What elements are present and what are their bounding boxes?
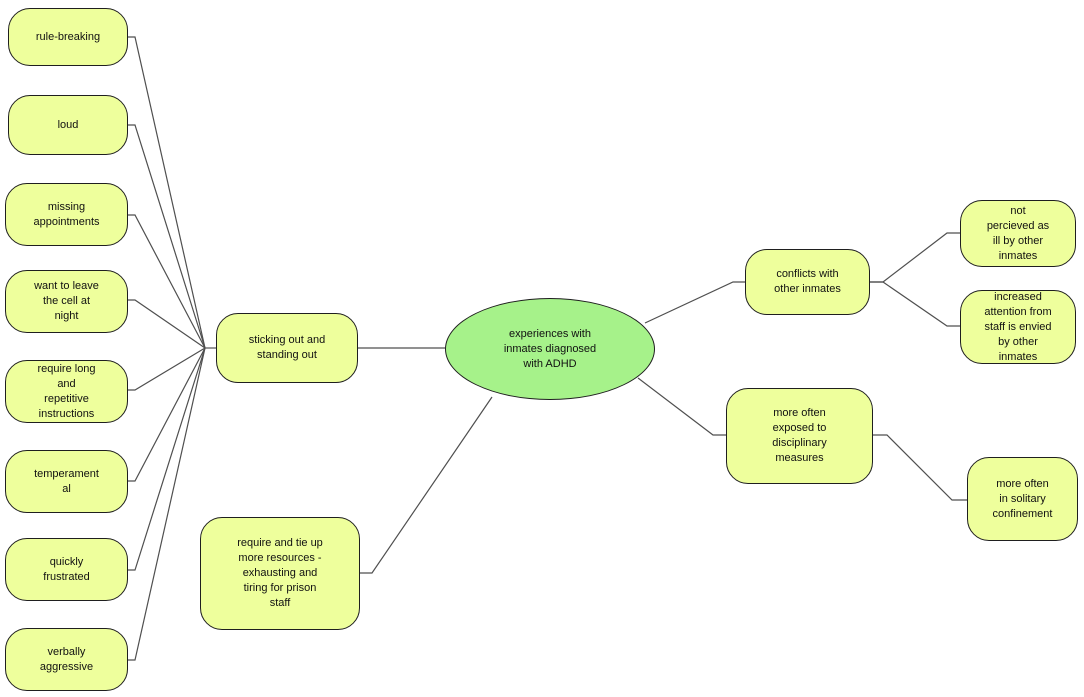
node-verbally-aggressive[interactable]: verbally aggressive (5, 628, 128, 691)
node-disciplinary-measures[interactable]: more often exposed to disciplinary measu… (726, 388, 873, 484)
connector-disciplinary-solitary (873, 434, 967, 501)
node-label: loud (57, 118, 79, 131)
node-loud[interactable]: loud (8, 95, 128, 155)
connector-long-instructions (128, 347, 206, 391)
connector-center-resources (360, 396, 493, 574)
node-require-resources[interactable]: require and tie up more resources - exha… (200, 517, 360, 630)
node-label: require and tie up more resources - exha… (237, 537, 323, 609)
node-want-to-leave-cell[interactable]: want to leave the cell at night (5, 270, 128, 333)
node-label: experiences with inmates diagnosed with … (503, 327, 597, 370)
node-label: quickly frustrated (43, 555, 90, 583)
node-label: sticking out and standing out (248, 334, 326, 361)
node-label: want to leave the cell at night (34, 280, 99, 322)
node-conflicts-with-inmates[interactable]: conflicts with other inmates (745, 249, 870, 315)
node-not-percieved-as-ill[interactable]: not percieved as ill by other inmates (960, 200, 1076, 267)
node-increased-attention-envied[interactable]: increased attention from staff is envied… (960, 290, 1076, 364)
node-missing-appointments[interactable]: missing appointments (5, 183, 128, 246)
node-label: verbally aggressive (39, 645, 94, 673)
connector-center-conflicts (644, 281, 745, 324)
connector-loud (128, 124, 206, 349)
connector-quickly-frustrated (128, 347, 206, 571)
node-center-adhd-experiences[interactable]: experiences with inmates diagnosed with … (445, 298, 655, 400)
node-require-long-instructions[interactable]: require long and repetitive instructions (5, 360, 128, 423)
connector-conflicts-increased-attention (870, 281, 960, 327)
node-label: missing appointments (33, 200, 100, 228)
node-label: rule-breaking (35, 30, 101, 43)
connector-verbally-aggressive (128, 347, 206, 661)
connector-leave-cell (128, 299, 206, 349)
connector-conflicts-not-percieved (870, 232, 960, 283)
connector-temperamental (128, 347, 206, 482)
node-label: more often in solitary confinement (992, 477, 1053, 520)
node-temperamental[interactable]: temperament al (5, 450, 128, 513)
node-solitary-confinement[interactable]: more often in solitary confinement (967, 457, 1078, 541)
node-label: require long and repetitive instructions (37, 362, 96, 420)
node-label: temperament al (34, 467, 99, 495)
node-label: not percieved as ill by other inmates (986, 204, 1050, 262)
node-sticking-out[interactable]: sticking out and standing out (216, 313, 358, 383)
connector-missing-appointments (128, 214, 206, 349)
connector-rule-breaking (128, 36, 206, 349)
node-label: more often exposed to disciplinary measu… (772, 407, 827, 464)
node-label: conflicts with other inmates (774, 268, 841, 295)
node-label: increased attention from staff is envied… (984, 290, 1052, 363)
connector-center-disciplinary (637, 377, 726, 436)
node-quickly-frustrated[interactable]: quickly frustrated (5, 538, 128, 601)
node-rule-breaking[interactable]: rule-breaking (8, 8, 128, 66)
